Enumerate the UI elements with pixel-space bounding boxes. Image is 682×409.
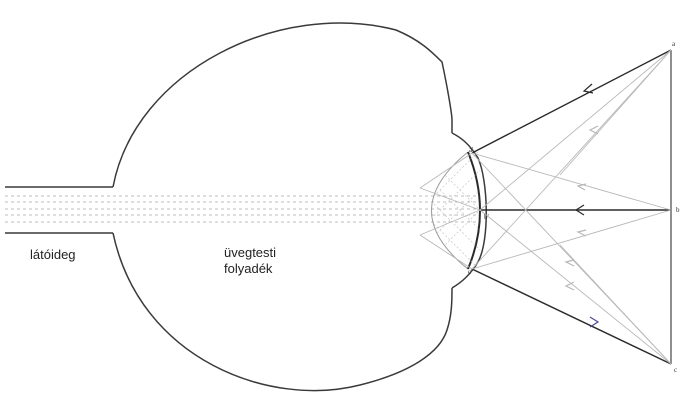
point-label-c-prime: c': [468, 268, 473, 276]
lens-outline: [431, 151, 469, 270]
arrow-bottom: [589, 316, 600, 328]
arrow-light-4: [564, 259, 575, 267]
point-label-b-prime: b': [484, 213, 489, 221]
ray-arrows: [564, 83, 600, 328]
optic-nerve-outline: [5, 186, 113, 234]
arrow-light-2: [576, 183, 587, 191]
arrow-light-3: [576, 229, 587, 237]
vitreous-label-line2: folyadék: [224, 261, 273, 276]
arrow-light-1: [588, 125, 599, 135]
light-rays: [419, 49, 672, 365]
arrow-light-5: [564, 281, 575, 291]
optic-nerve-label: látóideg: [30, 247, 76, 262]
eyeball-upper-outline: [112, 22, 453, 188]
arrow-top: [582, 83, 594, 94]
point-label-a: a: [672, 40, 676, 48]
point-label-c: c: [674, 366, 678, 374]
vitreous-label: üvegtesti folyadék: [224, 245, 276, 277]
point-label-a-prime: a': [469, 146, 474, 154]
lens-inner-arc: [467, 151, 481, 270]
eyeball-lower-outline: [112, 232, 453, 392]
vitreous-label-line1: üvegtesti: [224, 245, 277, 260]
dark-rays: [471, 49, 672, 365]
optical-axis-dashes: [5, 195, 478, 223]
point-label-b: b: [676, 206, 680, 214]
arrow-mid: [574, 204, 585, 216]
